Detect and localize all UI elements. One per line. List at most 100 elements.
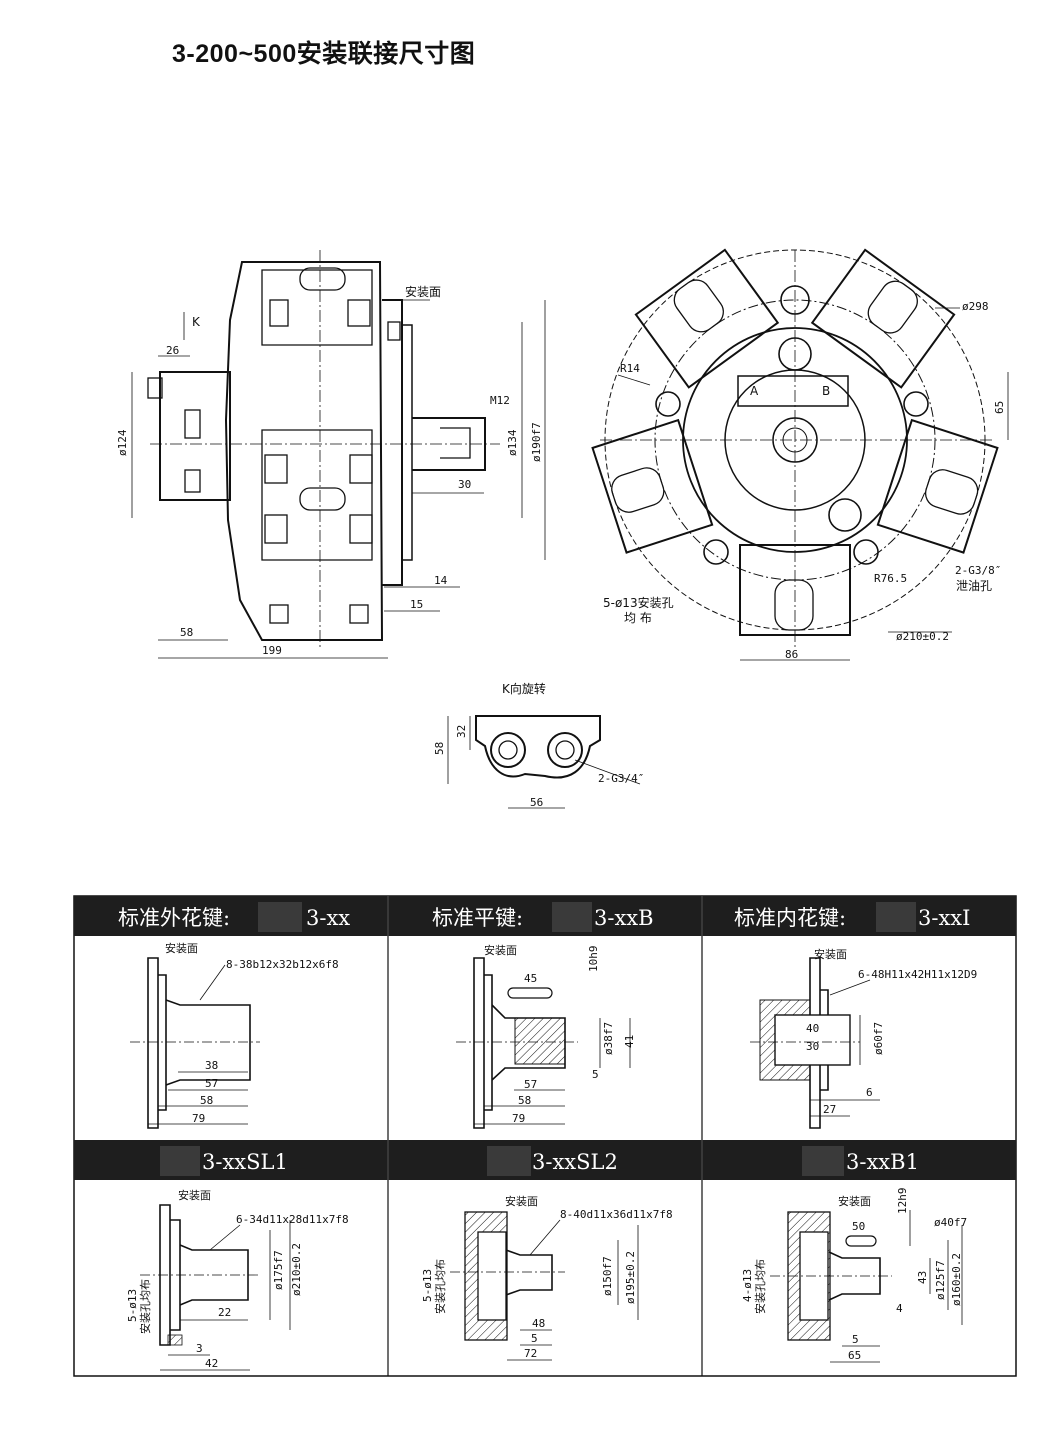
cell5-dim-72: 72 bbox=[524, 1347, 537, 1360]
cell1-dim-57: 57 bbox=[205, 1077, 218, 1090]
cell1-dim-79: 79 bbox=[192, 1112, 205, 1125]
cell4-dim-d175f7: ø175f7 bbox=[272, 1250, 285, 1290]
cell4-holes-note: 安装孔均布 bbox=[138, 1279, 152, 1334]
mount-holes-note: 均 布 bbox=[624, 611, 652, 625]
front-view-dimensions bbox=[617, 307, 1009, 661]
cell4-dim-3: 3 bbox=[196, 1342, 203, 1355]
cell6-dim-50: 50 bbox=[852, 1220, 865, 1233]
dim-d190f7: ø190f7 bbox=[530, 422, 543, 462]
side-view bbox=[147, 250, 500, 650]
header-code-3-xxsl2: 3-xxSL2 bbox=[532, 1150, 618, 1174]
cell6-dim-d125f7: ø125f7 bbox=[934, 1260, 947, 1300]
cell4-dim-22: 22 bbox=[218, 1306, 231, 1319]
front-view bbox=[591, 248, 999, 650]
cell2-dim-41: 41 bbox=[623, 1035, 636, 1048]
k-view-dimensions bbox=[447, 716, 641, 809]
cell6-dim-d160: ø160±0.2 bbox=[950, 1253, 963, 1306]
dim-r76-5: R76.5 bbox=[874, 572, 907, 585]
cell3-dim-27: 27 bbox=[823, 1103, 836, 1116]
page-title: 3-200~500安装联接尺寸图 bbox=[172, 40, 476, 68]
cell1-mount-face: 安装面 bbox=[165, 941, 198, 955]
dim-r14: R14 bbox=[620, 362, 640, 375]
cell-external-spline-drawing bbox=[130, 957, 260, 1129]
dim-d210: ø210±0.2 bbox=[896, 630, 949, 643]
cell5-holes-note: 安装孔均布 bbox=[433, 1259, 447, 1314]
header-code-3-xxb1: 3-xxB1 bbox=[846, 1150, 919, 1174]
dim-g38: 2-G3/8″ bbox=[955, 564, 1001, 577]
cell2-dim-5: 5 bbox=[592, 1068, 599, 1081]
dim-k-g34: 2-G3/4″ bbox=[598, 772, 644, 785]
side-view-dimensions bbox=[131, 299, 546, 659]
cell-sl2-drawing bbox=[450, 1211, 639, 1361]
header-code-3-xx: 3-xx bbox=[306, 906, 350, 930]
dim-d124: ø124 bbox=[116, 429, 129, 456]
mount-face-label: 安装面 bbox=[405, 284, 441, 299]
cell6-dim-4: 4 bbox=[896, 1302, 903, 1315]
dim-199: 199 bbox=[262, 644, 282, 657]
cell1-dim-38: 38 bbox=[205, 1059, 218, 1072]
cell2-dim-79: 79 bbox=[512, 1112, 525, 1125]
dim-65: 65 bbox=[993, 401, 1006, 414]
dim-k32: 32 bbox=[455, 725, 468, 738]
k-view bbox=[475, 715, 601, 779]
cell5-dim-48: 48 bbox=[532, 1317, 545, 1330]
cell-internal-spline-drawing bbox=[750, 957, 880, 1129]
cell4-mount-face: 安装面 bbox=[178, 1188, 211, 1202]
thread-label: M12 bbox=[490, 394, 510, 407]
header-external-spline: 标准外花键: bbox=[118, 906, 230, 930]
dim-k58: 58 bbox=[433, 742, 446, 755]
cell4-dim-42: 42 bbox=[205, 1357, 218, 1370]
cell-b1-drawing bbox=[770, 1210, 963, 1363]
cell3-dim-30: 30 bbox=[806, 1040, 819, 1053]
cell-flat-key-drawing bbox=[456, 957, 631, 1129]
cell6-dim-65: 65 bbox=[848, 1349, 861, 1362]
shaft-options-table bbox=[73, 895, 1017, 1377]
port-b: B bbox=[822, 384, 830, 398]
cell5-dim-d150f7: ø150f7 bbox=[601, 1256, 614, 1296]
cell5-spec: 8-40d11x36d11x7f8 bbox=[560, 1208, 673, 1221]
mount-holes-label: 5-ø13安装孔 bbox=[603, 595, 674, 610]
dim-30: 30 bbox=[458, 478, 471, 491]
cell2-mount-face: 安装面 bbox=[484, 943, 517, 957]
cell3-mount-face: 安装面 bbox=[814, 947, 847, 961]
dim-d134: ø134 bbox=[506, 429, 519, 456]
cell3-dim-6: 6 bbox=[866, 1086, 873, 1099]
cell5-dim-d195: ø195±0.2 bbox=[624, 1251, 637, 1304]
cell4-holes: 5-ø13 bbox=[126, 1289, 139, 1322]
cell-sl1-drawing bbox=[140, 1204, 291, 1371]
dim-86: 86 bbox=[785, 648, 798, 661]
cell6-dim-5: 5 bbox=[852, 1333, 859, 1346]
cell4-dim-d210: ø210±0.2 bbox=[290, 1243, 303, 1296]
header-flat-key: 标准平键: bbox=[432, 906, 523, 930]
cell6-holes: 4-ø13 bbox=[741, 1269, 754, 1302]
cell1-spec: 8-38b12x32b12x6f8 bbox=[226, 958, 339, 971]
dim-d298: ø298 bbox=[962, 300, 989, 313]
port-a: A bbox=[750, 384, 759, 398]
cell3-dim-d60f7: ø60f7 bbox=[872, 1022, 885, 1055]
cell5-holes: 5-ø13 bbox=[421, 1269, 434, 1302]
dim-26: 26 bbox=[166, 344, 179, 357]
cell6-dim-43: 43 bbox=[916, 1271, 929, 1284]
cell6-spec2: ø40f7 bbox=[934, 1216, 967, 1229]
cell4-spec: 6-34d11x28d11x7f8 bbox=[236, 1213, 349, 1226]
cell5-mount-face: 安装面 bbox=[505, 1194, 538, 1208]
cell6-spec: 12h9 bbox=[896, 1188, 909, 1215]
header-code-3-xxsl1: 3-xxSL1 bbox=[202, 1150, 288, 1174]
cell2-spec: 10h9 bbox=[587, 946, 600, 973]
header-code-3-xxi: 3-xxI bbox=[918, 906, 970, 930]
k-direction-label: K bbox=[192, 315, 201, 329]
dim-14: 14 bbox=[434, 574, 448, 587]
header-code-3-xxb: 3-xxB bbox=[594, 906, 654, 930]
cell6-holes-note: 安装孔均布 bbox=[753, 1259, 767, 1314]
cell6-mount-face: 安装面 bbox=[838, 1194, 871, 1208]
cell2-dim-45: 45 bbox=[524, 972, 537, 985]
cell3-spec: 6-48H11x42H11x12D9 bbox=[858, 968, 977, 981]
cell5-dim-5: 5 bbox=[531, 1332, 538, 1345]
cell2-dim-57: 57 bbox=[524, 1078, 537, 1091]
dim-58: 58 bbox=[180, 626, 193, 639]
header-internal-spline: 标准内花键: bbox=[734, 906, 846, 930]
cell3-dim-40: 40 bbox=[806, 1022, 819, 1035]
cell1-dim-58: 58 bbox=[200, 1094, 213, 1107]
cell2-dim-d38f7: ø38f7 bbox=[602, 1022, 615, 1055]
